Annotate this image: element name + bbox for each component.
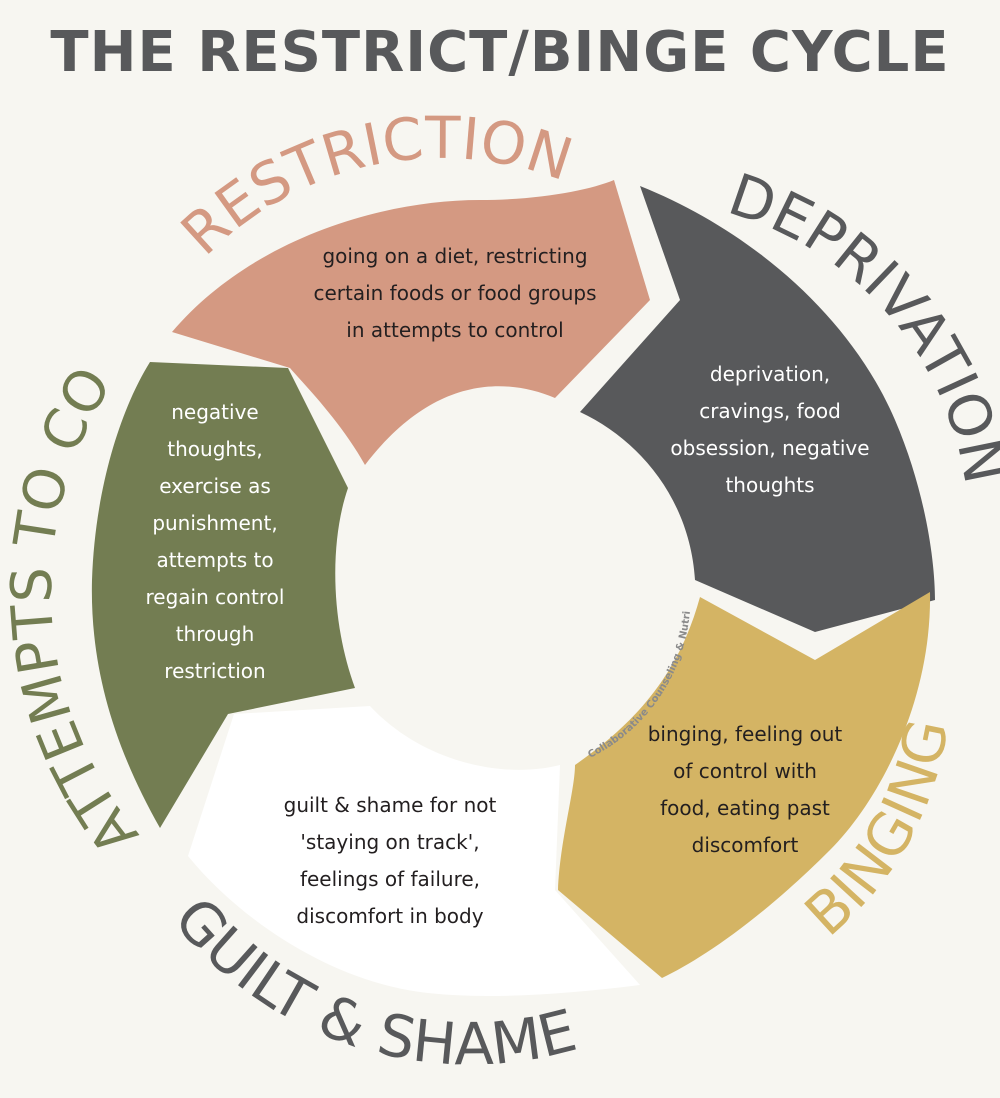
binging-description: binging, feeling out of control with food,… — [630, 716, 860, 864]
binging-description-line: discomfort — [691, 833, 799, 857]
guilt-shame-description: guilt & shame for not 'staying on track',… — [260, 787, 520, 935]
binging-segment — [558, 592, 931, 978]
restriction-description: going on a diet, restricting certain food… — [290, 238, 620, 349]
attempts-to-cope-description-line: exercise as — [159, 474, 271, 498]
diagram-title: THE RESTRICT/BINGE CYCLE — [50, 20, 950, 85]
attempts-to-cope-segment — [91, 362, 355, 828]
attempts-to-cope-description-line: attempts to — [156, 548, 274, 572]
attempts-to-cope-description-line: restriction — [164, 659, 266, 683]
attempts-to-cope-description-line: thoughts, — [167, 437, 263, 461]
guilt-shame-description-line: feelings of failure, — [299, 867, 481, 891]
attempts-to-cope-description-line: negative — [171, 400, 259, 424]
attempts-to-cope-description-line: punishment, — [152, 511, 278, 535]
guilt-shame-segment — [188, 706, 640, 996]
restriction-description-line: going on a diet, restricting — [322, 244, 588, 268]
deprivation-description: deprivation, cravings, food obsession, neg… — [660, 356, 880, 504]
restriction-segment — [172, 180, 650, 465]
deprivation-description-line: thoughts — [725, 473, 815, 497]
attempts-to-cope-description: negative thoughts, exercise as punishment, a… — [130, 394, 300, 690]
deprivation-description-line: cravings, food — [699, 399, 841, 423]
binging-description-line: binging, feeling out — [647, 722, 843, 746]
restriction-description-line: in attempts to control — [346, 318, 564, 342]
deprivation-description-line: deprivation, — [709, 362, 831, 386]
deprivation-segment — [580, 186, 935, 632]
guilt-shame-description-line: guilt & shame for not — [283, 793, 497, 817]
attempts-to-cope-description-line: through — [175, 622, 255, 646]
attempts-to-cope-description-line: regain control — [145, 585, 285, 609]
restriction-description-line: certain foods or food groups — [313, 281, 597, 305]
guilt-shame-description-line: discomfort in body — [296, 904, 484, 928]
binging-description-line: food, eating past — [660, 796, 830, 820]
guilt-shame-description-line: 'staying on track', — [300, 830, 480, 854]
deprivation-description-line: obsession, negative — [670, 436, 870, 460]
binging-description-line: of control with — [673, 759, 817, 783]
